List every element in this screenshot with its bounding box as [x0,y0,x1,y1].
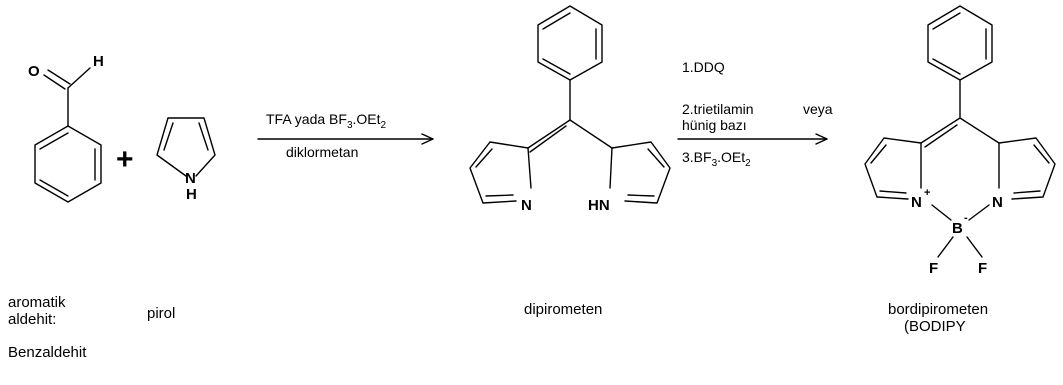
boron-atom-label: B [952,220,963,237]
pyrrole-double-bond [163,122,174,151]
pyrrole-double-bond [198,122,209,151]
pyrrole-ring [156,117,216,177]
meso-to-left-pyrrole-double-bond [527,119,571,149]
left-pyrrole-c-n-bond [527,147,532,189]
step-2-line-2: 2.trietilamin [682,101,754,117]
nitrogen-cation-label: N [911,194,922,211]
step-1-reagent: TFA yada BF3.OEt2 [266,111,387,131]
positive-charge: + [924,187,930,199]
step-2-line-1: 1.DDQ [682,59,725,75]
carbonyl-double-bond [47,69,71,85]
meso-to-left-pyrrole-double-bond [529,125,567,153]
right-pyrrole-double-bond [647,148,665,168]
meso-left-double-bond [924,124,958,148]
aldehyde-example-label: Benzaldehit [8,344,87,361]
reaction-arrow-2: 1.DDQ 2.trietilamin veya hünig bazı 3.BF… [677,59,833,169]
nitrogen-atom-label: N [992,194,1003,211]
phenyl-double-bond [542,12,571,30]
n-b-bond-right [968,204,990,221]
phenyl-ring [537,5,603,81]
bodipy-label-line-1: bordipirometen [888,301,988,318]
carbonyl-double-bond [43,74,66,90]
left-pyrrole-double-bond [475,148,493,168]
bodipy-phenyl-ring [927,5,993,81]
b-f-bond-left [937,236,954,258]
pyrrole-label: pirol [147,305,175,322]
negative-charge: - [964,212,968,224]
nh-group-label: HN [588,197,610,214]
aldehyde-hydrogen-bond [67,67,91,89]
bodipy-structure: N + N B - F F [864,5,1056,277]
benzaldehyde-ring-double-bond [39,132,69,150]
dipyrromethene-structure: N HN [469,5,671,214]
right-pyrrole-double-bond [627,194,655,197]
bodipy-right-pyrrole-double-bond [1033,144,1050,164]
aldehyde-label-line-2: aldehit: [8,311,56,328]
benzaldehyde-ring [34,125,102,203]
benzaldehyde-structure: O H [28,53,104,203]
right-pyrrole-c-n-bond [609,147,613,189]
left-pyrrole-double-bond [485,194,514,197]
nitrogen-atom-label: N [185,170,196,187]
nitrogen-atom-label: N [521,197,532,214]
fluorine-atom-label: F [978,260,987,277]
n-b-bond-left [931,204,952,221]
step-2-line-4: 3.BF3.OEt2 [682,149,751,169]
meso-left-double-bond [920,117,961,144]
meso-to-right-pyrrole-bond [569,119,613,149]
plus-sign: + [116,143,134,176]
right-pyrrole-ring [611,141,671,204]
benzaldehyde-ring-double-bond [39,179,69,197]
bodipy-label-line-2: (BODIPY [904,318,966,335]
meso-right-bond [959,117,1000,144]
b-f-bond-right [966,236,983,258]
reaction-arrow-1: TFA yada BF3.OEt2 diklormetan [257,111,434,160]
bodipy-left-pyrrole-ring [864,137,922,200]
hydrogen-atom-label: H [186,186,197,203]
bodipy-phenyl-double-bond [932,12,961,30]
hydrogen-atom-label: H [93,53,104,70]
step-1-solvent: diklormetan [286,144,358,160]
bodipy-right-pyrrole-ring [998,137,1056,200]
step-2-line-2-extra: veya [803,101,833,117]
aldehyde-label-line-1: aromatik [8,294,66,311]
oxygen-atom-label: O [28,63,40,80]
bodipy-phenyl-double-bond [932,58,961,75]
pyrrole-structure: N H [156,117,216,203]
dipyrromethene-label: dipirometen [524,301,602,318]
phenyl-double-bond [542,58,571,75]
arrow-1-head [421,133,434,145]
bodipy-left-pyrrole-double-bond [879,190,907,194]
bodipy-right-pyrrole-double-bond [1013,190,1041,194]
step-2-line-3: hünig bazı [682,117,747,133]
bodipy-left-pyrrole-double-bond [870,144,887,164]
fluorine-atom-label: F [929,260,938,277]
left-pyrrole-ring [469,141,529,204]
arrow-2-head [815,133,828,145]
